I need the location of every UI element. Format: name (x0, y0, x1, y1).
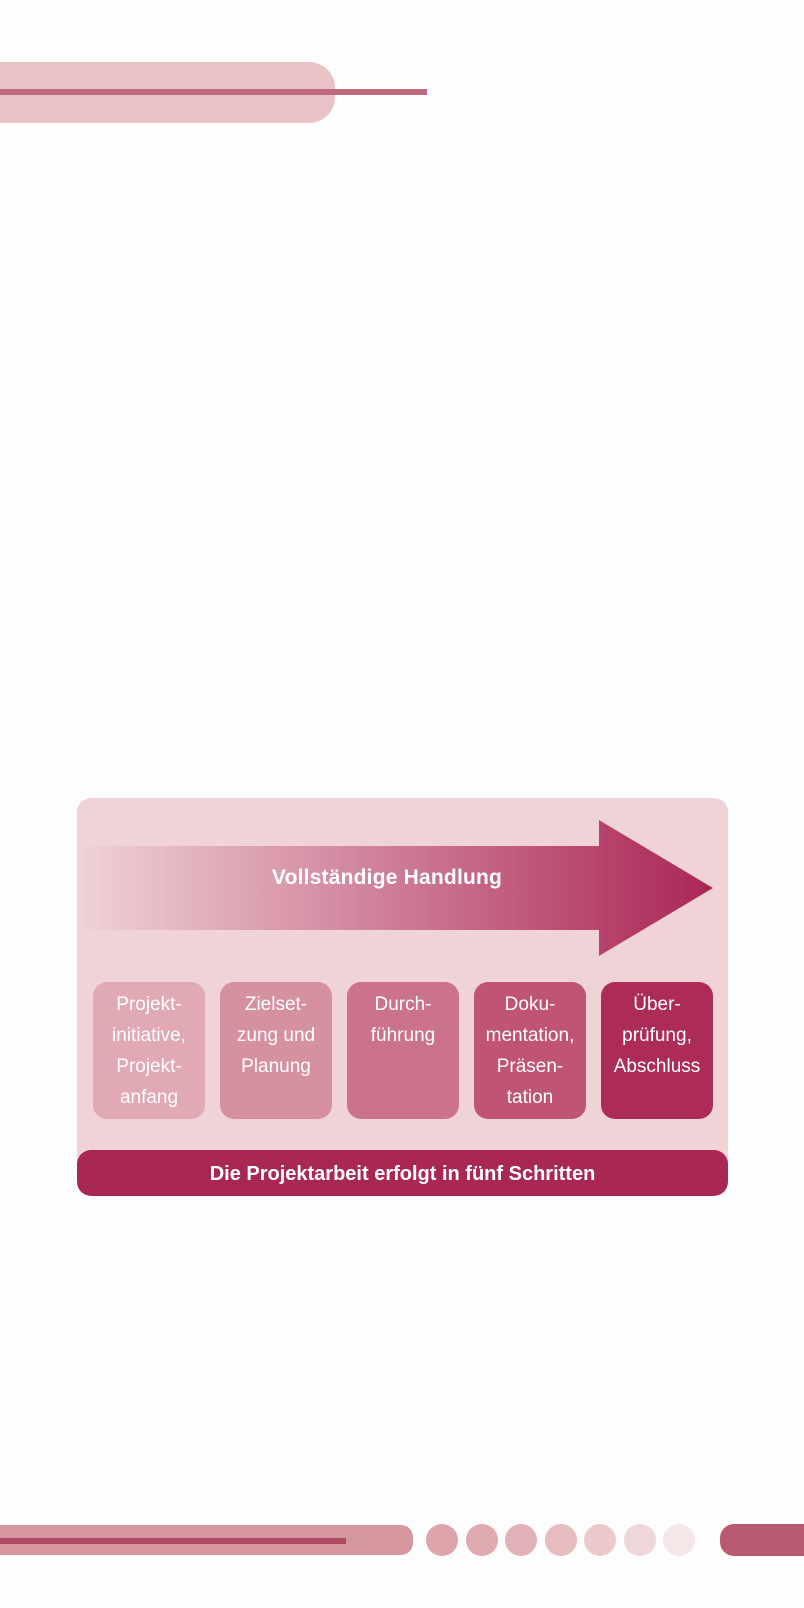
header-rule (0, 89, 427, 95)
diagram-caption: Die Projektarbeit erfolgt in fünf Schrit… (77, 1150, 728, 1196)
footer-dot (544, 1524, 577, 1556)
project-steps-diagram: Vollständige Handlung Projekt- initiativ… (77, 798, 728, 1196)
complete-action-arrow (77, 820, 713, 956)
footer-dot (505, 1524, 537, 1556)
footer-rule (0, 1538, 346, 1544)
step-1: Projekt- initiative, Projekt- anfang (93, 982, 205, 1119)
footer-dot (623, 1524, 656, 1556)
step-4: Doku- mentation, Präsen- tation (474, 982, 586, 1119)
step-5: Über- prüfung, Abschluss (601, 982, 713, 1119)
step-3: Durch- führung (347, 982, 459, 1119)
arrow-label: Vollständige Handlung (271, 866, 503, 889)
step-2: Zielset- zung und Planung (220, 982, 332, 1119)
footer-dot (465, 1524, 498, 1556)
footer-dot (584, 1524, 616, 1556)
footer-dot (663, 1524, 695, 1556)
footer-dot (426, 1524, 458, 1556)
page-tab-decoration (720, 1524, 804, 1556)
